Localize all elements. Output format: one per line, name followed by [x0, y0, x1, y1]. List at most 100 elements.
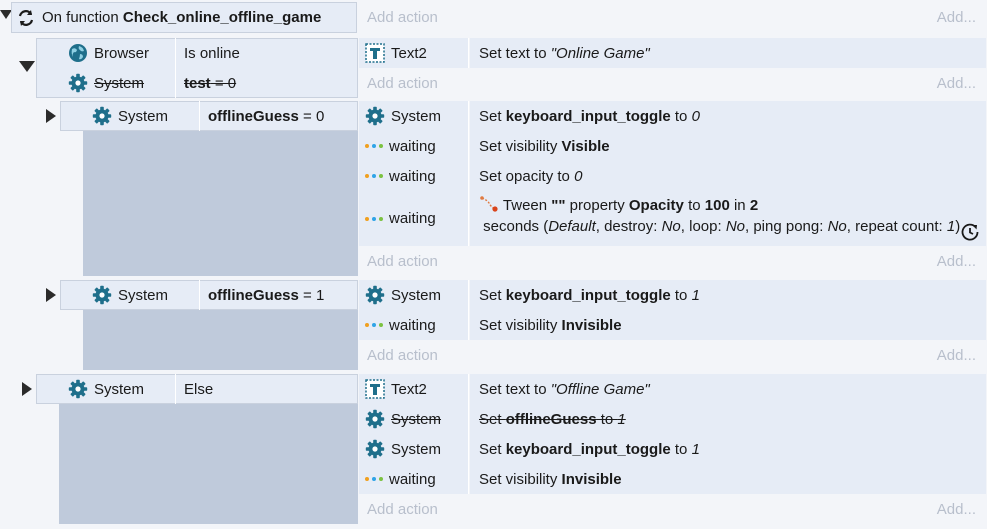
sub-event1a-action3[interactable]: Set opacity to 0 — [470, 161, 986, 191]
tween-t18: 1 — [946, 218, 956, 235]
event2-cond-condition-text: Else — [184, 380, 214, 398]
sub-event1b-action1[interactable]: Set keyboard_input_toggle to 1 — [470, 280, 986, 310]
event2-action3-value: 1 — [691, 440, 700, 458]
system-gear-icon — [365, 439, 385, 459]
event2-cond-object-name: System — [94, 380, 145, 398]
event2-action4[interactable]: Set visibility Invisible — [470, 464, 986, 494]
event1-collapse-arrow[interactable] — [19, 61, 35, 72]
event1-add-more[interactable]: Add... — [936, 74, 976, 92]
sub-event1b-add-action[interactable]: Add action — [367, 347, 438, 364]
event2-expand-arrow[interactable] — [22, 382, 32, 396]
sub-event1a-action2-object[interactable]: waiting — [359, 131, 469, 161]
tween-t3: property — [565, 197, 629, 214]
tween-t13: , loop: — [680, 218, 726, 235]
sub-event1b-action1-object-name: System — [391, 286, 442, 304]
event1-cond2-object[interactable]: System — [62, 68, 176, 98]
event1-cond1-object[interactable]: Browser — [62, 38, 176, 68]
sub-event1b-cond-condition[interactable]: offlineGuess = 1 — [200, 280, 357, 310]
event2-condition-row[interactable] — [36, 374, 358, 404]
tween-t7: in — [729, 197, 750, 214]
sub-event1a-action3-object[interactable]: waiting — [359, 161, 469, 191]
tween-t4: Opacity — [628, 197, 684, 214]
sub-event1a-cond-var: offlineGuess — [208, 107, 299, 125]
event2-action1-object[interactable]: Text2 — [359, 374, 469, 404]
event1-action1[interactable]: Set text to "Online Game" — [470, 38, 986, 68]
tween-t5: to — [683, 197, 705, 214]
event1-action1-object[interactable]: Text2 — [359, 38, 469, 68]
event2-action1[interactable]: Set text to "Offline Game" — [470, 374, 986, 404]
system-gear-icon — [365, 106, 385, 126]
sub-event1a-tween-object[interactable]: waiting — [359, 191, 469, 246]
event2-add-action[interactable]: Add action — [367, 501, 438, 518]
event1-cond1-condition-text: Is online — [184, 44, 240, 62]
sub-event1b-action1-var: keyboard_input_toggle — [505, 286, 671, 304]
function-add-more[interactable]: Add... — [936, 9, 976, 26]
event1-cond2-condition-text: test = 0 — [184, 75, 236, 92]
sub-event1a-action1-prefix: Set — [479, 107, 506, 125]
sub-event1a-cond-object[interactable]: System — [86, 101, 200, 131]
async-wait-icon — [960, 222, 980, 242]
family-dots-icon — [365, 323, 383, 327]
sub-event1a-tween-text: Tween "" property Opacity to 100 in 2 se… — [479, 195, 972, 237]
tween-t10: Default — [548, 218, 596, 235]
event1-cond1-condition[interactable]: Is online — [176, 38, 357, 68]
system-gear-icon — [365, 285, 385, 305]
tween-t2: "" — [551, 197, 566, 214]
sub-event1b-cond-var: offlineGuess — [208, 286, 299, 304]
tween-t6: 100 — [704, 197, 730, 214]
sub-event1b-expand-arrow[interactable] — [46, 288, 56, 302]
sub-event1a-action1[interactable]: Set keyboard_input_toggle to 0 — [470, 101, 986, 131]
event1-action1-value: "Online Game" — [550, 44, 650, 62]
family-dots-icon — [365, 144, 383, 148]
event2-action4-object-name: waiting — [389, 470, 436, 488]
event1-cond2-condition[interactable]: test = 0 — [176, 68, 357, 98]
tween-t19: ) — [955, 218, 961, 235]
sub-event1a-action1-var: keyboard_input_toggle — [505, 107, 671, 125]
event1-cond1-object-name: Browser — [94, 44, 150, 62]
sub-event1a-expand-arrow[interactable] — [46, 109, 56, 123]
sub-event1a-tween-action[interactable]: Tween "" property Opacity to 100 in 2 se… — [470, 191, 986, 246]
function-header[interactable]: On function Check_online_offline_game — [11, 2, 357, 33]
sub-event1a-action1-object-name: System — [391, 107, 442, 125]
event1-add-action[interactable]: Add action — [367, 74, 438, 92]
event2-action3[interactable]: Set keyboard_input_toggle to 1 — [470, 434, 986, 464]
event2-action4-prefix: Set visibility — [479, 470, 562, 488]
tween-t16: No — [827, 218, 847, 235]
family-dots-icon — [365, 216, 383, 221]
event2-action2[interactable]: Set offlineGuess to 1 — [470, 404, 986, 434]
function-loop-icon — [16, 8, 36, 28]
sub-event1b-add-more[interactable]: Add... — [936, 347, 976, 364]
function-collapse-arrow[interactable] — [0, 10, 12, 19]
sub-event1a-action2-object-name: waiting — [389, 137, 436, 155]
system-gear-icon — [92, 285, 112, 305]
event2-cond-object[interactable]: System — [62, 374, 176, 404]
sub-event1a-add-more[interactable]: Add... — [936, 253, 976, 270]
sub-event1a-add-action[interactable]: Add action — [367, 253, 438, 270]
sub-event1b-action1-value: 1 — [691, 286, 700, 304]
system-gear-icon — [92, 106, 112, 126]
tween-t1: Tween — [499, 197, 552, 214]
event2-action3-object[interactable]: System — [359, 434, 469, 464]
sub-event1b-action1-object[interactable]: System — [359, 280, 469, 310]
sub-event1b-action2[interactable]: Set visibility Invisible — [470, 310, 986, 340]
event2-add-more[interactable]: Add... — [936, 501, 976, 518]
sub-event1b-cond-rest: = 1 — [298, 286, 325, 304]
event2-action2-object[interactable]: System — [359, 404, 469, 434]
function-add-action[interactable]: Add action — [367, 9, 438, 26]
sub-event1a-action2[interactable]: Set visibility Visible — [470, 131, 986, 161]
event2-action1-prefix: Set text to — [479, 380, 551, 398]
sub-event1b-action2-object[interactable]: waiting — [359, 310, 469, 340]
event2-cond-condition[interactable]: Else — [176, 374, 357, 404]
tween-t11: , destroy: — [595, 218, 662, 235]
sub-event1a-action1-object[interactable]: System — [359, 101, 469, 131]
event2-action4-object[interactable]: waiting — [359, 464, 469, 494]
tween-t12: No — [661, 218, 681, 235]
event2-action4-value: Invisible — [561, 470, 622, 488]
sub-event1b-cond-object[interactable]: System — [86, 280, 200, 310]
event2-action2-object-name: System — [391, 410, 442, 428]
sub-event1a-cond-object-name: System — [118, 107, 169, 125]
event2-action3-mid: to — [670, 440, 692, 458]
sub-event1a-action1-value: 0 — [691, 107, 700, 125]
sub-event1a-cond-condition[interactable]: offlineGuess = 0 — [200, 101, 357, 131]
event2-action1-object-name: Text2 — [391, 380, 427, 398]
